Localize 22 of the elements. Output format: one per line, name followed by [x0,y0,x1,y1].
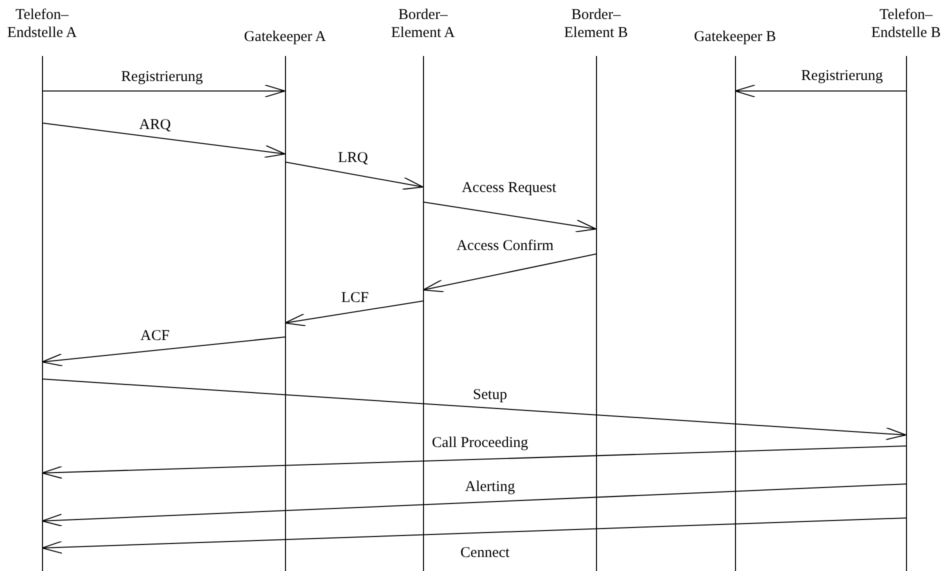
message-arrow [42,484,906,527]
edge-label: ARQ [136,117,174,133]
message-arrow [284,300,424,326]
message-arrow [284,162,424,190]
message-arrow [42,446,906,479]
edge-label: LRQ [335,150,371,166]
message-arrow [734,84,906,98]
edge-label: Alerting [462,479,518,495]
participant-label: Border– Element A [390,6,456,42]
participant-label: Border– Element B [563,6,629,42]
message-arrow [422,202,596,232]
participant-label: Telefon– Endstelle A [6,6,78,42]
message-arrow [422,254,596,292]
edge-label: Access Request [458,180,560,196]
participant-label: Gatekeeper B [692,28,778,46]
message-arrow [42,378,906,440]
message-arrow [42,122,286,158]
participant-label: Gatekeeper A [242,28,328,46]
message-arrow [42,518,906,554]
participant-label: Telefon– Endstelle B [870,6,942,42]
message-arrow [42,84,286,98]
message-arrow [42,336,286,366]
